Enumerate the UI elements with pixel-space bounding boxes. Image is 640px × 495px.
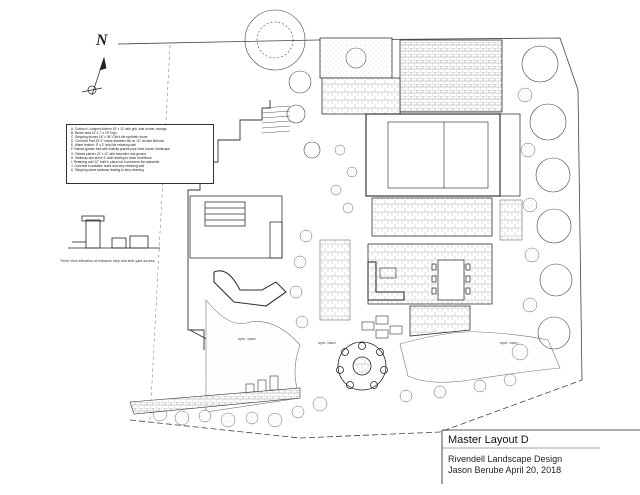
side-walkway <box>319 199 523 321</box>
raised-garden-bed <box>319 37 393 79</box>
dining-table <box>431 259 471 301</box>
lawn-label: sym. lawn <box>318 340 336 345</box>
legend-item: H. Walkway and stone 4' wide leading to … <box>71 155 152 160</box>
north-arrow-icon <box>81 56 107 96</box>
exterior-stairs <box>261 105 291 134</box>
tree-canopies <box>244 9 573 350</box>
legend-item: K. Stepping stone walkway leading to ste… <box>71 167 144 172</box>
title-block-frame <box>441 429 640 484</box>
legend-item: E. Water feature: 5' x 3' Icoki tile ret… <box>71 143 136 148</box>
curved-seating-wall <box>213 270 287 307</box>
legend-box: A. Cushion L-shaped kitchen 15' x 10' wi… <box>66 124 214 184</box>
title-block: Master Layout D Rivendell Landscape Desi… <box>442 428 622 480</box>
legend-item: I. Retaining wall 12" built in place not… <box>71 159 160 164</box>
main-house <box>365 113 521 197</box>
legend-item: J. Concrete foundation slabs and step re… <box>71 163 145 168</box>
entrance-elevation-sketch <box>68 215 160 249</box>
paver-patios <box>321 39 503 337</box>
lawn-label: sym. lawn <box>500 340 518 345</box>
north-label: N <box>96 32 108 49</box>
elevation-caption: Three view elevation of entrance step an… <box>60 259 155 263</box>
legend-item: D. Concrete Pad 15' 6" inside diameter f… <box>71 139 164 144</box>
drawing-title: Master Layout D <box>448 434 529 446</box>
legend-item: G. Raised planter 24' x 12' with travert… <box>71 151 147 156</box>
legend-item: B. Bench seat 13' x 7' x 19" high <box>71 131 117 136</box>
property-boundary <box>117 37 583 439</box>
legend-item: A. Cushion L-shaped kitchen 15' x 10' wi… <box>71 127 167 131</box>
shrub-clusters <box>152 87 540 428</box>
author-date: Jason Berube April 20, 2018 <box>448 465 562 475</box>
retaining-wall <box>129 387 301 415</box>
upper-deck <box>189 195 283 259</box>
fire-pit <box>336 341 388 391</box>
lawn-label: sym. lawn <box>238 336 256 341</box>
legend-item: C. Stepping stones 18" x 36" Gibi's tile… <box>71 135 148 140</box>
outdoor-kitchen <box>367 261 405 301</box>
company-name: Rivendell Landscape Design <box>448 454 563 464</box>
legend-item: F. Raised garden bed with Arbicity grani… <box>71 147 171 152</box>
